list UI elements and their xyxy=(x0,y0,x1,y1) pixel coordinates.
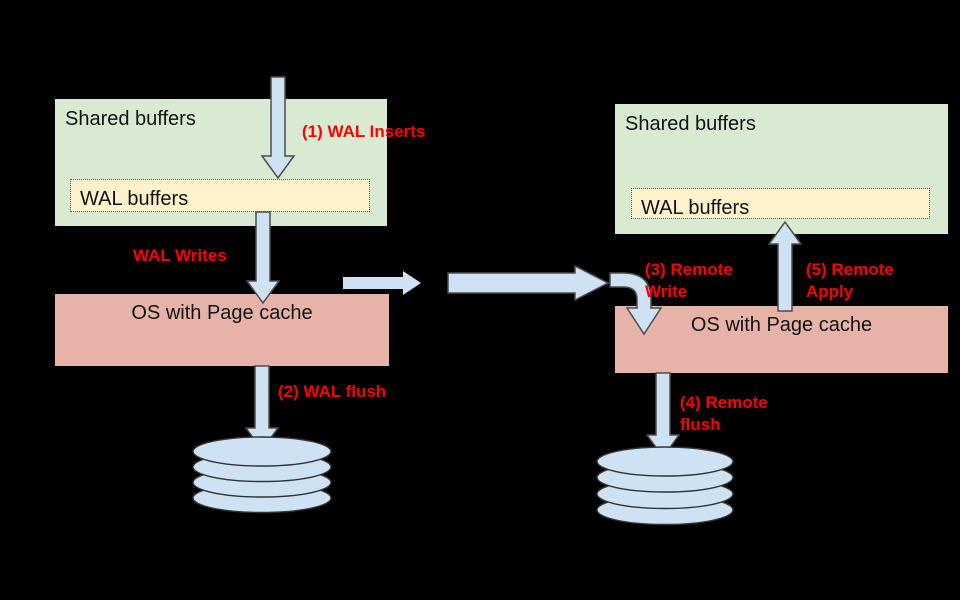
wal-stream-arrow-icon xyxy=(447,264,610,302)
remote-write-elbow-arrow-icon xyxy=(609,272,663,336)
remote-flush-arrow-icon xyxy=(645,372,681,459)
primary-os-cache-label: OS with Page cache xyxy=(131,302,313,324)
standby-wal-buffers-label: WAL buffers xyxy=(641,197,750,219)
primary-wal-buffers-label: WAL buffers xyxy=(80,188,189,210)
standby-os-cache-label: OS with Page cache xyxy=(690,314,873,336)
wal-insert-arrow-icon xyxy=(260,76,296,180)
standby-wal-buffers-box: WAL buffers xyxy=(631,188,930,219)
primary-os-cache-box: OS with Page cache xyxy=(55,294,389,366)
primary-shared-buffers-label: Shared buffers xyxy=(65,108,196,130)
standby-disk-icon xyxy=(596,446,734,526)
primary-disk-icon xyxy=(192,436,332,514)
remote-apply-arrow-icon xyxy=(767,220,803,312)
standby-os-cache-box: OS with Page cache xyxy=(615,306,948,373)
sender-arrow-icon xyxy=(343,271,421,295)
wal-write-arrow-icon xyxy=(245,211,281,305)
primary-wal-buffers-box: WAL buffers xyxy=(70,179,370,212)
standby-shared-buffers-label: Shared buffers xyxy=(625,113,756,135)
